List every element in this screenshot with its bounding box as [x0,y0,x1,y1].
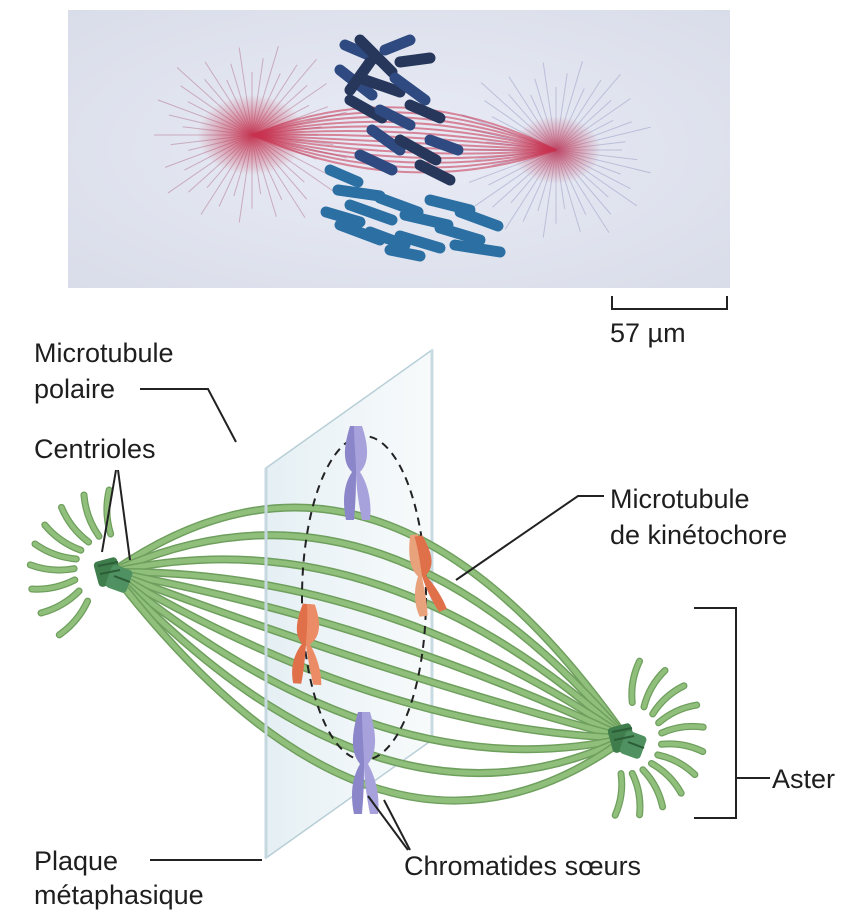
kinetochore-microtubule-label-line2: de kinétochore [610,520,787,550]
kinetochore-microtubule-leader [456,496,604,580]
polar-microtubule-label-line2: polaire [34,374,115,404]
sister-chromatids-leader-1 [368,796,408,850]
centrioles-right-icon [607,722,648,759]
sister-chromatids-leader-2 [384,800,410,850]
centrioles-label: Centrioles [34,434,156,464]
chromosome-stroke [455,245,500,252]
label-centrioles: Centrioles [34,434,156,560]
scale-bar-line [612,296,727,309]
scale-bar-label: 57 µm [610,318,686,348]
chromosome-stroke [390,250,420,256]
metaphase-plate-label-line2: métaphasique [34,880,204,910]
centrioles-leader-2 [118,470,130,560]
kinetochore-microtubule-label-line1: Microtubule [610,484,750,514]
polar-microtubule-label-line1: Microtubule [34,338,174,368]
chromosome-stroke [338,190,380,196]
metaphase-plate-label-line1: Plaque [34,846,118,876]
label-aster: Aster [694,608,835,818]
aster-bracket [694,608,736,818]
label-kinetochore-microtubule: Microtubule de kinétochore [456,484,787,580]
chromosome-stroke [400,58,430,62]
scale-bar: 57 µm [610,296,727,348]
label-metaphase-plate: Plaque métaphasique [34,846,262,910]
label-sister-chromatids: Chromatides sœurs [368,796,641,881]
micrograph-photo [68,10,730,288]
aster-label: Aster [772,764,835,794]
sister-chromatids-label: Chromatides sœurs [404,851,641,881]
label-polar-microtubule: Microtubule polaire [34,338,236,442]
spindle-diagram [30,350,703,858]
